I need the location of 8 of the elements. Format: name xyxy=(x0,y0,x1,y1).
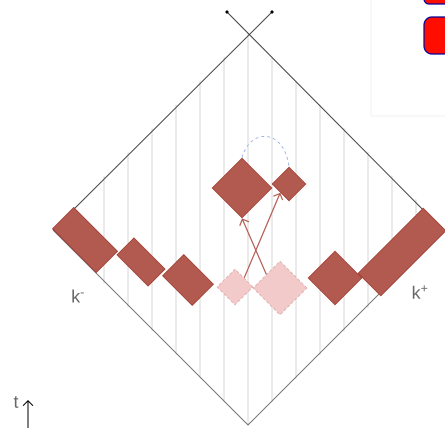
axis-label: t xyxy=(14,396,18,408)
arrow xyxy=(239,218,267,275)
block xyxy=(308,250,362,306)
axis-label: k$^{-}$ xyxy=(72,290,84,302)
block xyxy=(272,166,306,202)
block xyxy=(216,268,254,306)
axis-label: k$^{+}$ xyxy=(412,285,428,299)
arrow xyxy=(244,192,284,278)
